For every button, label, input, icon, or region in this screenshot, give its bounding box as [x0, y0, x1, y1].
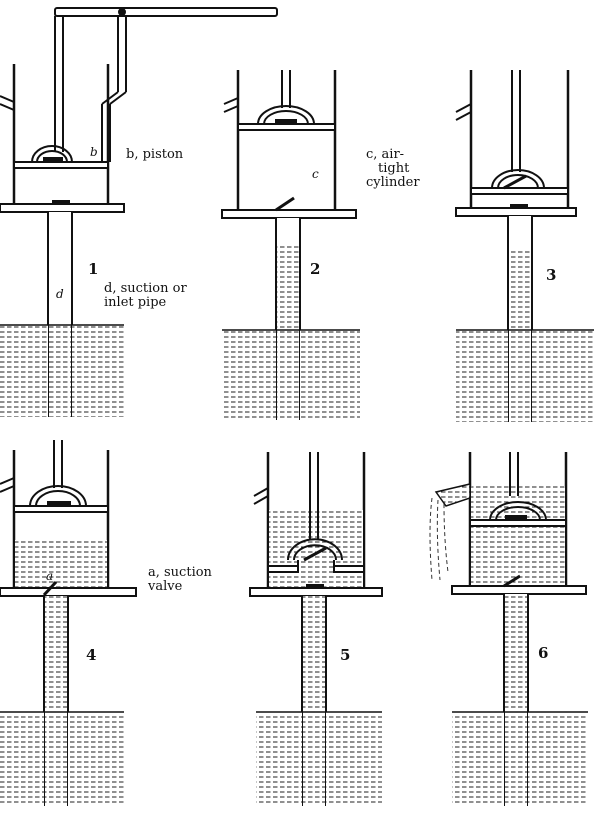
spout-1: [0, 95, 15, 111]
panel-1: [0, 7, 278, 417]
rod-6: [509, 452, 519, 496]
piston-3: [470, 169, 569, 195]
pipe-6: [503, 594, 529, 806]
reservoir-6: [452, 711, 588, 806]
reservoir-5: [256, 711, 382, 806]
cylinder-water-4: [15, 540, 107, 588]
panel-number-6: 6: [538, 644, 548, 662]
spout-2: [223, 97, 239, 113]
panel-number-3: 3: [546, 266, 556, 284]
valve-flap-2: [275, 196, 295, 212]
piston-4: [13, 485, 109, 513]
piston-5: [267, 538, 365, 573]
panel-number-2: 2: [310, 260, 320, 278]
pipe-1: [47, 212, 73, 417]
cylinder-label-line-3: cylinder: [366, 175, 420, 190]
pipe-2: [275, 218, 301, 420]
cylinder-3: [469, 70, 570, 208]
piston-1: [13, 145, 109, 169]
pipe-letter: d: [56, 287, 64, 301]
piston-label: b, piston: [126, 147, 184, 162]
cylinder-water-5: [269, 510, 363, 588]
reservoir-1: [0, 324, 124, 417]
base-plate-1: [0, 203, 125, 213]
valve-letter: a: [46, 569, 53, 583]
pipe-4: [43, 596, 69, 806]
pipe-label-line-2: inlet pipe: [104, 295, 167, 310]
pivot-rod: [54, 16, 64, 152]
cylinder-4: [12, 450, 110, 588]
reservoir-3: [456, 329, 594, 422]
base-plate-3: [455, 207, 577, 217]
base-plate-6: [451, 585, 587, 595]
valve-label-line-2: valve: [147, 579, 183, 594]
base-plate-5: [249, 587, 383, 597]
spout-5: [253, 487, 269, 505]
panel-3: [455, 70, 594, 422]
rod-3: [511, 70, 521, 172]
panel-4: [0, 440, 137, 806]
panel-number-5: 5: [340, 646, 350, 664]
rod-5: [309, 452, 319, 540]
panel-number-1: 1: [88, 260, 98, 278]
valve-flap-6: [503, 574, 521, 588]
piston-2: [237, 105, 336, 131]
cylinder-label-line-1: c, air-: [366, 147, 404, 162]
pipe-3: [507, 216, 533, 422]
cylinder-2: [236, 70, 337, 210]
panel-6: [429, 452, 588, 806]
cylinder-1: [12, 64, 110, 204]
spout-3: [455, 103, 472, 121]
pump-handle: [54, 7, 278, 162]
cylinder-label-line-2: tight: [378, 161, 410, 176]
rod-4: [53, 440, 63, 488]
base-plate-4: [0, 587, 137, 597]
rod-2: [281, 70, 291, 108]
panel-5: [249, 452, 383, 806]
piston-6: [469, 501, 567, 527]
panel-number-4: 4: [86, 646, 96, 664]
reservoir-4: [0, 711, 124, 806]
piston-letter: b: [90, 145, 98, 159]
valve-label-line-1: a, suction: [148, 565, 213, 580]
panel-2: [221, 70, 360, 420]
overflow-6: [429, 483, 471, 581]
base-plate-2: [221, 209, 357, 219]
suction-valve-4: [42, 580, 58, 597]
pipe-5: [301, 596, 327, 806]
reservoir-2: [222, 329, 360, 420]
cylinder-letter: c: [312, 167, 319, 181]
pipe-label-line-1: d, suction or: [104, 281, 187, 296]
spout-4: [0, 477, 15, 493]
